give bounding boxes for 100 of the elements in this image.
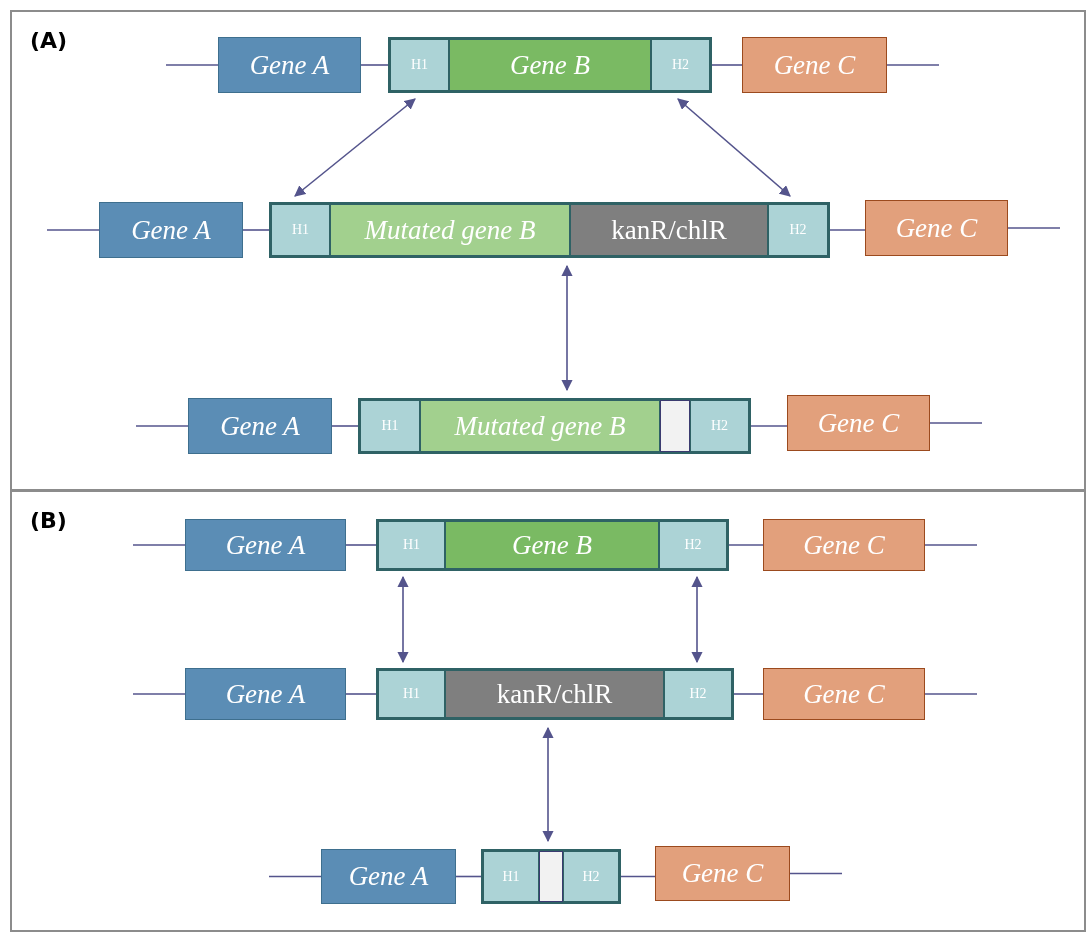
resistance-cassette-box [570,204,768,256]
dna-line [711,64,743,66]
gene-box [787,395,930,451]
dna-line [924,693,978,695]
segment-label: H2 [582,869,600,884]
dna-line [886,64,940,66]
dna-line [789,872,843,875]
dna-line [620,875,656,878]
segment-label: Gene B [509,51,591,79]
construct-outline [269,202,830,258]
segment-label: Gene A [348,863,429,890]
gene-box [742,37,887,93]
segment-label: H2 [789,223,807,237]
homology-arm-box [659,521,727,569]
segment-label: H1 [381,419,399,433]
double-arrow [397,575,409,664]
segment-label: H2 [710,419,729,433]
construct-outline [376,519,729,571]
double-arrow [691,575,703,664]
segment-label: H2 [671,58,690,72]
segment-label: H2 [689,687,707,701]
homology-arm-box [271,204,330,256]
segment-label: Mutated gene B [454,412,626,440]
double-arrow [561,264,573,392]
segment-label: H2 [684,538,702,552]
dna-line [1007,227,1061,229]
dna-line [360,64,389,66]
construct-outline [358,398,751,454]
homology-arm-box [768,204,828,256]
dna-line [132,693,186,695]
gene-box [763,519,925,571]
panel-label: (A) [30,30,68,52]
homology-arm-box [360,400,420,452]
gene-box [218,37,361,93]
dna-line [829,229,866,231]
segment-label: Gene A [131,216,211,244]
segment-label: Gene C [817,409,900,437]
panel-label: (B) [30,510,67,532]
dna-line [242,229,270,231]
dna-line [165,64,219,66]
mutated-gene-box [420,400,660,452]
segment-label: Gene C [803,531,885,559]
dna-line [132,544,186,546]
segment-label: kanR/chlR [611,216,727,244]
gene-box [185,668,346,720]
dna-line [728,544,764,546]
homology-arm-box [378,521,445,569]
segment-label: Gene A [225,531,306,559]
segment-label: Gene A [249,51,330,79]
segment-label: H1 [402,538,421,552]
homology-arm-box [483,851,539,902]
dna-line [345,693,377,695]
segment-label: Gene A [220,412,300,440]
segment-label: kanR/chlR [496,680,613,708]
segment-label: H1 [402,687,421,701]
homology-arm-box [563,851,619,902]
dna-line [455,875,482,878]
double-arrow [677,98,791,197]
double-arrow [542,726,554,843]
double-arrow [294,98,416,197]
homology-arm-box [378,670,445,718]
segment-label: Gene C [681,860,764,887]
mutated-gene-box [330,204,570,256]
segment-label: H1 [410,58,429,72]
dna-line [733,693,764,695]
homology-arm-box [390,39,449,91]
dna-line [929,422,983,424]
segment-label: Gene A [225,680,306,708]
panel-frame [10,10,1086,491]
segment-label: Mutated gene B [364,216,536,244]
gene-box [655,846,790,901]
dna-line [345,544,377,546]
gene-box [99,202,243,258]
gene-box [185,519,346,571]
homology-arm-box [690,400,749,452]
construct-outline [376,668,734,720]
segment-label: Gene C [773,51,856,79]
segment-label: Gene C [895,214,978,242]
dna-line [268,875,322,878]
dna-line [750,425,788,427]
gene-box [321,849,456,904]
homology-arm-box [651,39,710,91]
dna-line [135,425,189,427]
gene-box [763,668,925,720]
dna-line [924,544,978,546]
construct-outline [481,849,621,904]
segment-label: H1 [502,869,520,884]
gene-box [445,521,659,569]
gene-box [865,200,1008,256]
homology-arm-box [664,670,732,718]
resistance-cassette-box [445,670,664,718]
panel-frame [10,490,1086,932]
dna-line [331,425,359,427]
blank-segment [660,400,690,452]
gene-box [449,39,651,91]
construct-outline [388,37,712,93]
segment-label: H1 [291,223,310,237]
dna-line [46,229,100,231]
blank-segment [539,851,563,902]
gene-box [188,398,332,454]
